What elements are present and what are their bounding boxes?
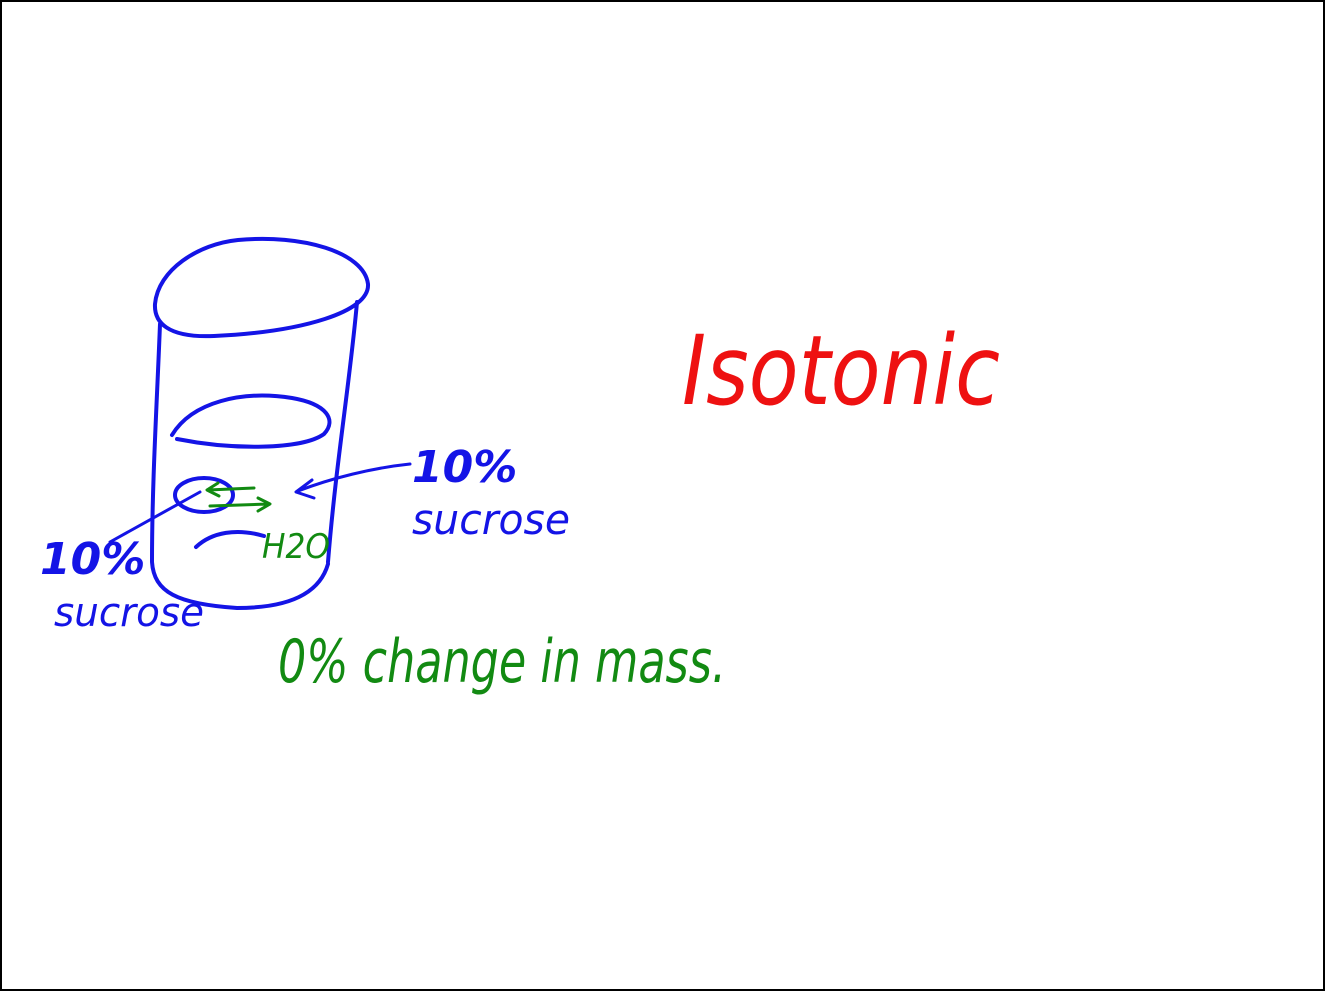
left-label-substance: sucrose	[54, 590, 204, 636]
beaker-rim	[155, 239, 368, 336]
liquid-swirl	[196, 532, 264, 547]
right-label-percent: 10%	[412, 442, 517, 493]
left-label-percent: 10%	[40, 534, 145, 585]
right-label-substance: sucrose	[412, 495, 570, 544]
water-exchange-arrows	[207, 483, 270, 511]
caption-mass-change: 0% change in mass.	[278, 627, 726, 697]
right-pointer-arrow	[296, 464, 410, 498]
beaker	[152, 239, 368, 608]
beaker-right-wall	[328, 302, 357, 562]
liquid-surface	[172, 396, 329, 447]
water-label: H2O	[262, 527, 330, 567]
title-isotonic: Isotonic	[682, 315, 1000, 427]
